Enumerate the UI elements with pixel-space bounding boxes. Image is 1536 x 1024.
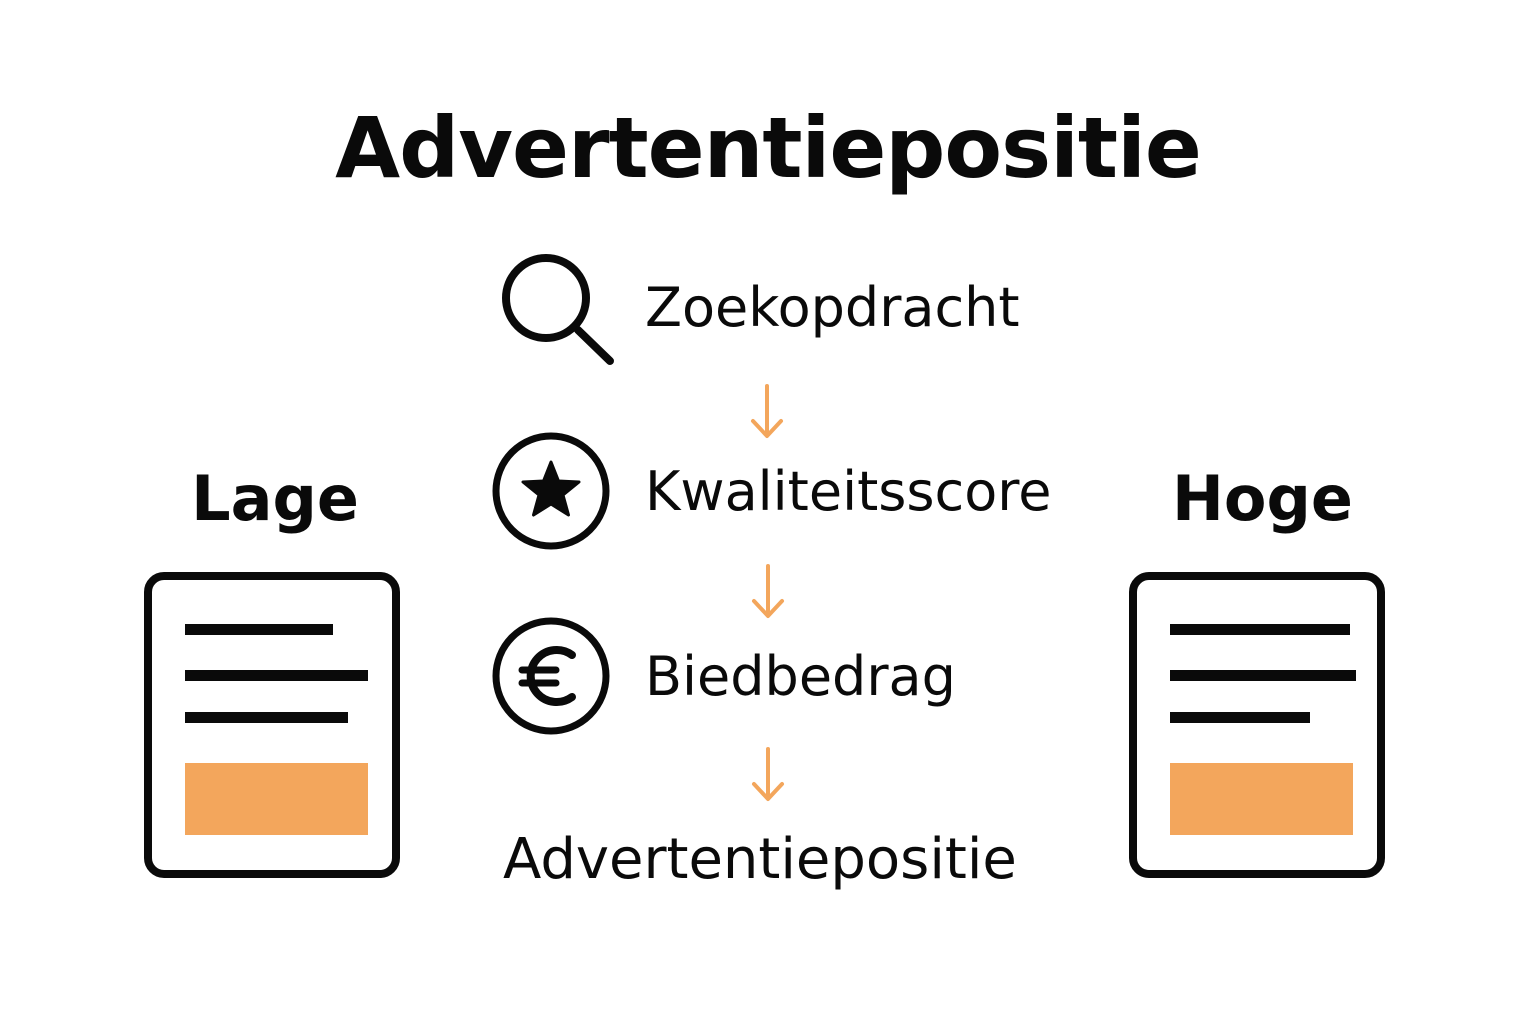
ad-block	[185, 763, 368, 835]
text-line	[185, 712, 348, 723]
flow-step-bid-amount: Biedbedrag	[645, 645, 956, 708]
flow-step-query: Zoekopdracht	[645, 276, 1020, 339]
euro-circle-icon	[492, 617, 610, 735]
arrow-down-icon	[752, 564, 784, 618]
page-title: Advertentiepositie	[335, 99, 1202, 197]
text-line	[185, 624, 333, 635]
ad-block	[1170, 763, 1353, 835]
text-line	[1170, 670, 1356, 681]
text-line	[1170, 624, 1350, 635]
high-position-ad-document-icon	[1129, 572, 1385, 878]
star-circle-icon	[492, 432, 610, 550]
high-position-label: Hoge	[1172, 462, 1353, 535]
search-icon	[502, 254, 614, 365]
text-line	[185, 670, 368, 681]
flow-step-quality-score: Kwaliteitsscore	[645, 460, 1052, 523]
text-line	[1170, 712, 1310, 723]
arrow-down-icon	[752, 747, 784, 801]
arrow-down-icon	[751, 384, 783, 438]
flow-result-ad-position: Advertentiepositie	[503, 827, 1017, 892]
low-position-ad-document-icon	[144, 572, 400, 878]
low-position-label: Lage	[191, 462, 359, 535]
